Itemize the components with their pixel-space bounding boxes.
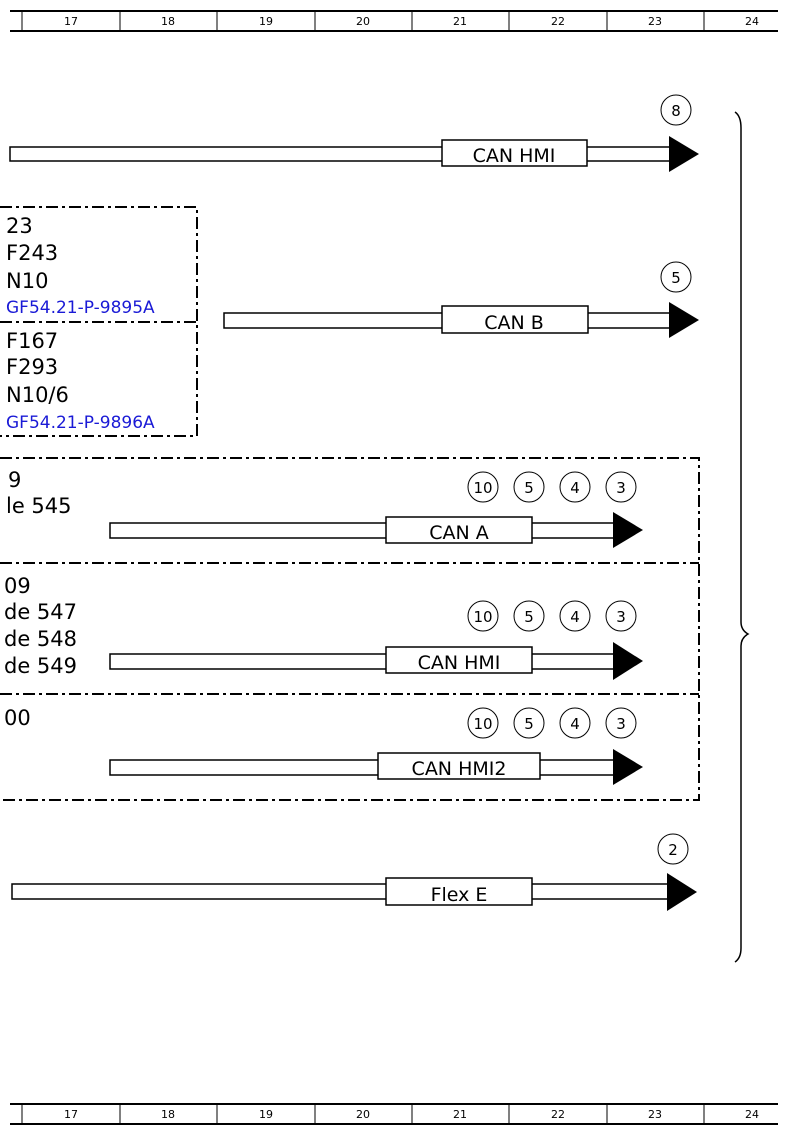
bus-flex-e: Flex E 2	[11, 833, 697, 911]
left-control-unit-group	[0, 206, 198, 437]
bus-3-circle-4: 3	[616, 479, 626, 497]
top-ruler-col-19: 19	[259, 15, 273, 28]
bottom-ruler-col-20: 20	[356, 1108, 370, 1121]
bus-5-circle-3: 4	[570, 715, 580, 733]
bus-6-circle-1: 2	[668, 841, 678, 859]
mid-block1-line-2: le 545	[6, 494, 72, 518]
top-ruler-col-22: 22	[551, 15, 565, 28]
bus-4-circle-1: 10	[473, 608, 492, 626]
bus-label-can-hmi2: CAN HMI2	[412, 758, 507, 780]
mid-block1-line-1: 9	[8, 468, 21, 492]
top-ruler-col-21: 21	[453, 15, 467, 28]
top-ruler-col-18: 18	[161, 15, 175, 28]
mid-block2-line-4: de 549	[4, 654, 77, 678]
mid-block2-line-3: de 548	[4, 627, 77, 651]
mid-block3-line-1: 00	[4, 706, 31, 730]
mid-block2-line-2: de 547	[4, 600, 77, 624]
bottom-ruler-col-17: 17	[64, 1108, 78, 1121]
bus-label-can-hmi-middle: CAN HMI	[418, 652, 501, 674]
bus-can-b: CAN B 5	[223, 261, 699, 338]
bus-5-circle-4: 3	[616, 715, 626, 733]
bus-can-hmi2: CAN HMI2 10 5 4 3	[109, 707, 643, 785]
bus-5-circle-1: 10	[473, 715, 492, 733]
left-bottom-doc-link[interactable]: GF54.21-P-9896A	[6, 413, 155, 433]
left-top-doc-link[interactable]: GF54.21-P-9895A	[6, 298, 155, 318]
bottom-ruler-col-23: 23	[648, 1108, 662, 1121]
top-ruler-col-24: 24	[745, 15, 759, 28]
bus-can-hmi-middle: CAN HMI 10 5 4 3	[109, 600, 643, 680]
left-top-line-3: N10	[6, 269, 48, 293]
bus-3-circle-2: 5	[524, 479, 534, 497]
top-ruler-col-20: 20	[356, 15, 370, 28]
bus-4-circle-4: 3	[616, 608, 626, 626]
top-ruler-col-17: 17	[64, 15, 78, 28]
bus-2-circle-1: 5	[671, 269, 681, 287]
bottom-ruler-col-19: 19	[259, 1108, 273, 1121]
bus-label-can-a: CAN A	[429, 522, 489, 544]
left-bottom-line-3: N10/6	[6, 383, 69, 407]
bus-label-flex-e: Flex E	[431, 884, 488, 906]
bottom-ruler: 17 18 19 20 21 22 23 24	[10, 1103, 778, 1125]
left-bottom-line-1: F167	[6, 329, 58, 353]
top-ruler: 17 18 19 20 21 22 23 24	[10, 10, 778, 32]
bottom-ruler-col-21: 21	[453, 1108, 467, 1121]
bottom-ruler-col-18: 18	[161, 1108, 175, 1121]
bus-label-can-hmi-top: CAN HMI	[473, 145, 556, 167]
bus-label-can-b: CAN B	[484, 312, 544, 334]
left-top-line-1: 23	[6, 214, 33, 238]
bus-3-circle-1: 10	[473, 479, 492, 497]
right-brace	[734, 111, 750, 963]
bus-1-circle-1: 8	[671, 102, 681, 120]
bus-4-circle-3: 4	[570, 608, 580, 626]
middle-bus-group	[0, 457, 700, 801]
bus-can-hmi-top: CAN HMI 8	[9, 94, 699, 172]
bus-can-a: CAN A 10 5 4 3	[109, 471, 643, 548]
bus-5-circle-2: 5	[524, 715, 534, 733]
bus-3-circle-3: 4	[570, 479, 580, 497]
mid-block2-line-1: 09	[4, 574, 31, 598]
bottom-ruler-col-24: 24	[745, 1108, 759, 1121]
bottom-ruler-col-22: 22	[551, 1108, 565, 1121]
left-bottom-line-2: F293	[6, 355, 58, 379]
bus-4-circle-2: 5	[524, 608, 534, 626]
top-ruler-col-23: 23	[648, 15, 662, 28]
left-top-line-2: F243	[6, 241, 58, 265]
